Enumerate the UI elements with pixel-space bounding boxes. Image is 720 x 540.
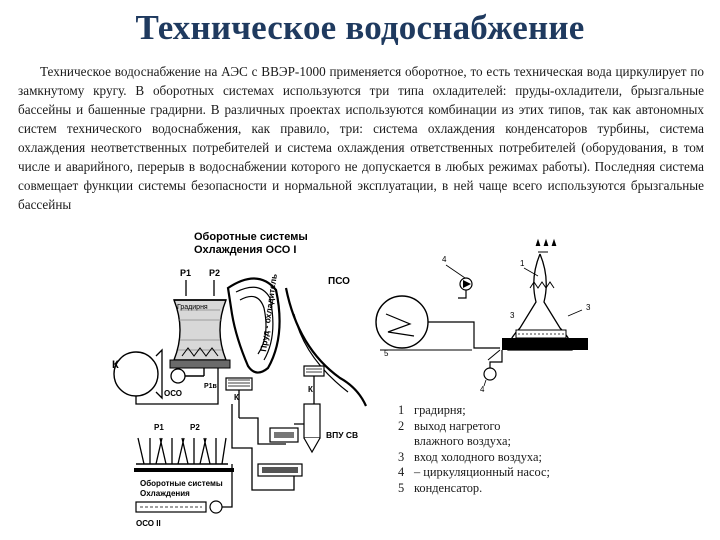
legend-item: 2 выход нагретого xyxy=(398,419,588,435)
footer-line2: Охлаждения xyxy=(140,489,190,498)
legend-item: 3 вход холодного воздуха; xyxy=(398,450,588,466)
schematic-heading-line1: Оборотные системы xyxy=(194,231,308,243)
cooling-systems-schematic: Оборотные системы Охлаждения ОСО I P1 P2… xyxy=(108,228,370,536)
label-pso: ПСО xyxy=(328,276,350,287)
legend-item: 1 градирня; xyxy=(398,403,588,419)
num-3-right: 3 xyxy=(586,303,591,312)
footer-line1: Оборотные системы xyxy=(140,479,223,488)
label-p2: P2 xyxy=(209,268,220,278)
label-oso2: ОСО II xyxy=(136,519,161,528)
cooling-tower-schematic: 4 5 1 3 3 4 xyxy=(362,238,612,398)
num-4-top: 4 xyxy=(442,255,447,264)
label-p1-bottom: P1 xyxy=(154,423,164,432)
label-p1: P1 xyxy=(180,268,191,278)
pump-circle-bottom xyxy=(484,368,496,380)
label-p2-bottom: P2 xyxy=(190,423,200,432)
legend-item: 4 – циркуляционный насос; xyxy=(398,465,588,481)
body-paragraph: Техническое водоснабжение на АЭС с ВВЭР-… xyxy=(18,62,704,214)
label-k-right: К xyxy=(308,385,313,394)
condenser-symbol xyxy=(376,296,428,348)
legend-item: 5 конденсатор. xyxy=(398,481,588,497)
schematic-legend: 1 градирня; 2 выход нагретого влажного в… xyxy=(398,403,588,497)
condenser-circle xyxy=(114,352,158,396)
label-gradirnya: Градирня xyxy=(177,304,208,311)
legend-item-continuation: влажного воздуха; xyxy=(398,434,588,450)
num-1: 1 xyxy=(520,259,525,268)
label-vpu: ВПУ СВ xyxy=(326,430,358,440)
num-5: 5 xyxy=(384,349,389,358)
label-k-mid: К xyxy=(234,393,239,402)
num-3-left: 3 xyxy=(510,311,515,320)
label-k-left: К xyxy=(112,359,119,371)
num-4-bottom: 4 xyxy=(480,385,485,394)
schematic-heading-line2: Охлаждения ОСО I xyxy=(194,244,296,256)
label-p1v: P1в xyxy=(204,383,218,390)
slide-title: Техническое водоснабжение xyxy=(0,8,720,48)
label-oso: ОСО xyxy=(164,389,182,398)
